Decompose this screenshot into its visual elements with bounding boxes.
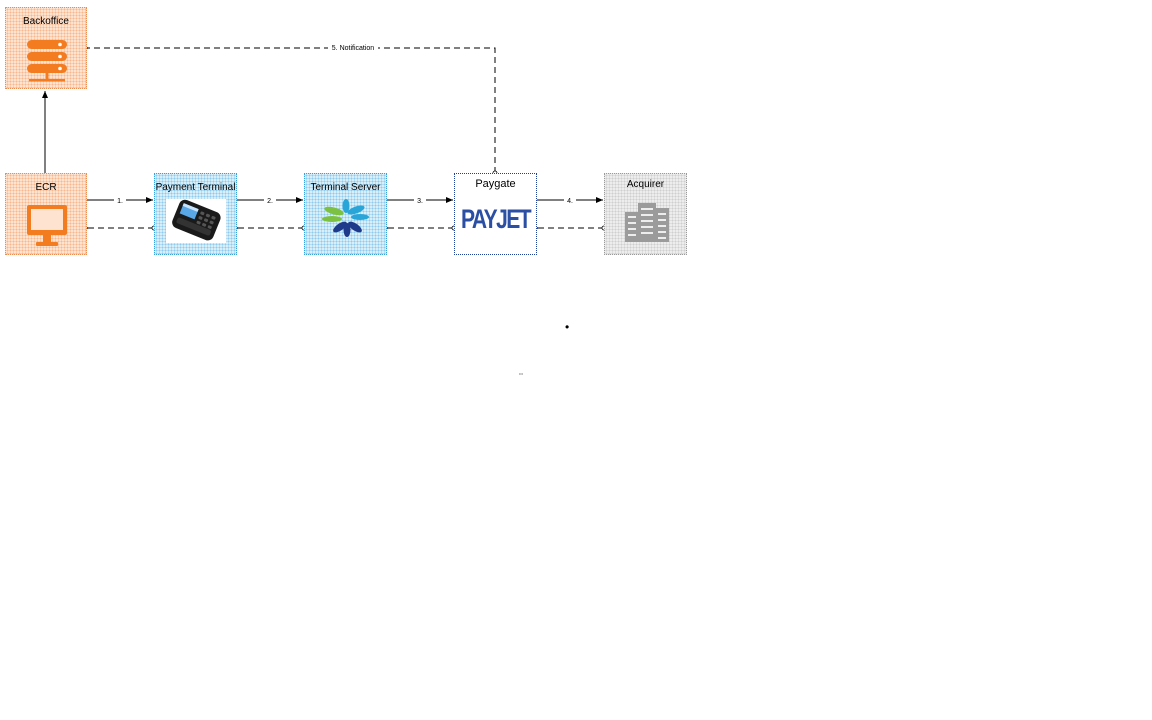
node-terminal-server[interactable]: Terminal Server <box>304 173 387 255</box>
pinwheel-logo-icon <box>322 199 369 237</box>
server-stack-icon <box>27 40 67 82</box>
office-buildings-icon <box>625 203 669 242</box>
edge-label-3: 3. <box>417 198 423 205</box>
node-payment-terminal-title: Payment Terminal <box>155 182 236 193</box>
edge-label-2: 2. <box>267 198 273 205</box>
payjet-logo: PAYJET <box>461 204 532 234</box>
card-terminal-icon <box>166 199 226 243</box>
node-paygate-title: Paygate <box>475 178 516 190</box>
edge-label-1: 1. <box>117 198 123 205</box>
node-ecr-title: ECR <box>35 182 57 193</box>
node-acquirer[interactable]: Acquirer <box>604 173 687 255</box>
node-backoffice[interactable]: Backoffice <box>5 7 87 89</box>
stray-dot: • <box>565 320 570 334</box>
edge-label-4: 4. <box>567 198 573 205</box>
node-payment-terminal[interactable]: Payment Terminal <box>154 173 237 255</box>
edge-label-5: 5. Notification <box>332 45 375 52</box>
node-ecr[interactable]: ECR <box>5 173 87 255</box>
node-backoffice-title: Backoffice <box>23 16 69 27</box>
node-paygate[interactable]: Paygate PAYJET <box>454 173 537 255</box>
node-terminal-server-title: Terminal Server <box>310 182 381 193</box>
node-acquirer-title: Acquirer <box>626 179 665 190</box>
edge-paygate-to-backoffice <box>81 44 498 176</box>
monitor-icon <box>27 205 67 246</box>
